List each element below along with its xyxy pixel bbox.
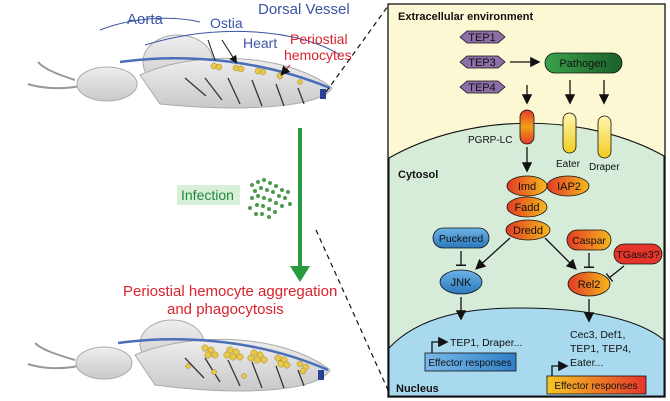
rel2-targets-3: Eater... — [570, 357, 603, 369]
tep4-node: TEP4 — [459, 80, 506, 94]
dorsal-vessel-label: Dorsal Vessel — [258, 1, 350, 18]
jnk-node: JNK — [439, 269, 483, 295]
pathogen-cluster — [248, 178, 292, 219]
tgase3-node: TGase3? — [613, 243, 663, 265]
nucleus-label: Nucleus — [396, 383, 439, 395]
periostial-hemocytes-bottom — [185, 344, 310, 379]
jnk-targets: TEP1, Draper... — [450, 337, 522, 349]
tgase3-label: TGase3? — [616, 249, 659, 261]
puckered-label: Puckered — [439, 233, 484, 245]
iap2-node: IAP2 — [546, 175, 590, 197]
effector-right-label: Effector responses — [554, 381, 637, 392]
dredd-label: Dredd — [513, 225, 543, 237]
imd-node: Imd — [506, 175, 548, 197]
mosquito-top — [27, 34, 333, 109]
result-label-1: Periostial hemocyte aggregation — [123, 283, 337, 300]
pgrp-lc-receptor — [519, 109, 535, 145]
zoom-line-bottom — [315, 229, 389, 391]
effector-responses-left: Effector responses — [424, 352, 517, 372]
aorta-label: Aorta — [127, 11, 164, 28]
caspar-label: Caspar — [572, 235, 606, 247]
pathogen-node: Pathogen — [544, 52, 623, 74]
mosquito-bottom — [27, 319, 331, 392]
caspar-node: Caspar — [566, 229, 612, 251]
jnk-label: JNK — [451, 277, 472, 289]
rel2-label: Rel2 — [578, 279, 601, 291]
effector-responses-right: Effector responses — [546, 375, 647, 395]
tep4-label: TEP4 — [468, 82, 496, 94]
tep3-label: TEP3 — [468, 57, 496, 69]
fadd-label: Fadd — [514, 202, 539, 214]
draper-label: Draper — [589, 162, 620, 173]
pgrp-lc-label: PGRP-LC — [468, 135, 512, 146]
periostial-label-1: Periostial — [290, 31, 348, 47]
iap2-label: IAP2 — [557, 181, 581, 193]
periostial-label-2: hemocytes — [284, 47, 352, 63]
puckered-node: Puckered — [432, 227, 490, 249]
result-label-2: and phagocytosis — [167, 301, 284, 318]
dredd-node: Dredd — [505, 219, 551, 241]
rel2-targets-2: TEP1, TEP4, — [570, 343, 631, 355]
draper-receptor — [597, 115, 612, 159]
rel2-targets-1: Cec3, Def1, — [570, 329, 625, 341]
cytosol-label: Cytosol — [398, 169, 438, 181]
extracellular-label: Extracellular environment — [398, 11, 533, 23]
infection-bg — [177, 185, 240, 205]
ostia-label: Ostia — [210, 15, 243, 31]
heart-label: Heart — [243, 35, 277, 51]
tep1-node: TEP1 — [459, 30, 506, 44]
effector-left-label: Effector responses — [428, 358, 511, 369]
fadd-node: Fadd — [506, 196, 548, 218]
tep3-node: TEP3 — [459, 55, 506, 69]
eater-label: Eater — [556, 159, 581, 170]
imd-label: Imd — [518, 181, 536, 193]
rel2-node: Rel2 — [567, 271, 611, 297]
tep1-label: TEP1 — [468, 32, 496, 44]
pathogen-label: Pathogen — [559, 58, 606, 70]
eater-receptor — [562, 112, 577, 154]
infection-label: Infection — [181, 187, 234, 203]
